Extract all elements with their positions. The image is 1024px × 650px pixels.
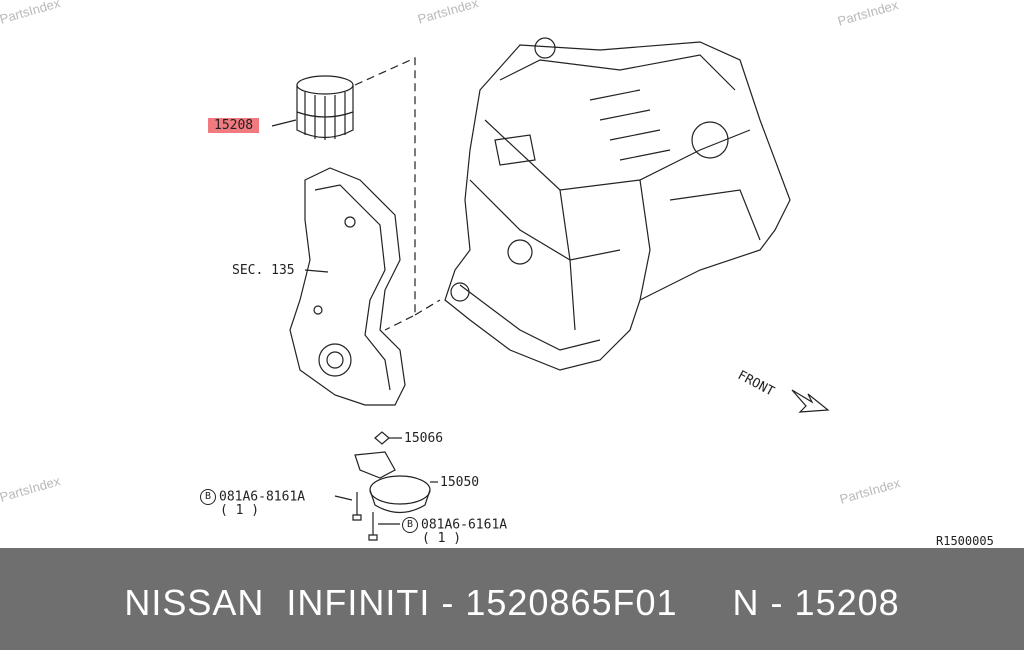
part-label-o-ring[interactable]: 15066 — [404, 431, 444, 446]
bolt-symbol-icon: B — [402, 517, 418, 533]
bolt-b — [368, 512, 378, 541]
filter-bracket-drawing — [354, 451, 431, 514]
bolt-b-quantity: ( 1 ) — [422, 531, 462, 546]
engine-block — [444, 41, 791, 371]
o-ring-drawing — [374, 431, 390, 445]
bolt-a-quantity: ( 1 ) — [220, 503, 260, 518]
diagram-drawing — [271, 37, 830, 541]
bolt-a-code: 081A6-8161A — [219, 489, 306, 505]
front-arrow — [791, 389, 830, 413]
highlighted-part-number: 15208 — [208, 118, 260, 133]
part-label-filter-bracket[interactable]: 15050 — [440, 475, 480, 490]
oil-filter-drawing — [296, 75, 354, 140]
front-cover-drawing — [289, 167, 406, 406]
bolt-a — [352, 492, 362, 521]
bolt-b-code: 081A6-6161A — [421, 517, 508, 533]
reference-line — [354, 57, 416, 331]
footer-bar: NISSAN INFINITI - 1520865F01 N - 15208 — [0, 548, 1024, 650]
part-label-oil-filter[interactable]: 15208 — [208, 118, 260, 133]
parts-diagram: PartsIndex PartsIndex PartsIndex PartsIn… — [0, 0, 994, 548]
part-label-front-cover[interactable]: SEC. 135 — [232, 263, 295, 278]
diagram-reference-code: R1500005 — [936, 534, 994, 548]
bolt-symbol-icon: B — [200, 489, 216, 505]
part-number-caption: NISSAN INFINITI - 1520865F01 N - 15208 — [124, 582, 900, 623]
